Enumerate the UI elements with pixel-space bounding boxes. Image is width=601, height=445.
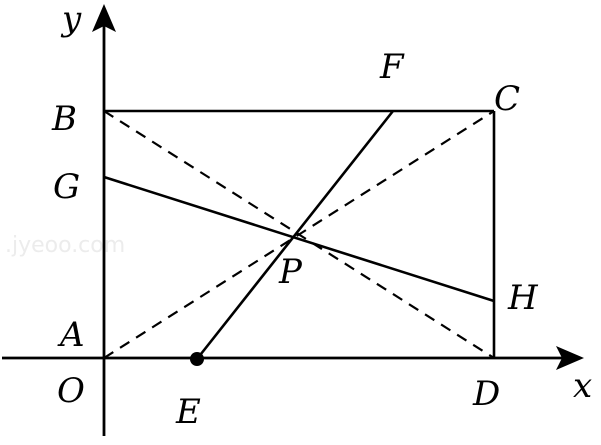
x-axis-arrowhead [556,346,584,370]
label-f: F [379,47,405,87]
label-h: H [507,278,539,318]
label-e: E [175,392,201,432]
point-e-dot [190,352,204,366]
label-a: A [57,315,85,355]
label-b: B [51,99,77,139]
label-o: O [57,371,85,411]
diagonal-ac [103,110,495,359]
x-axis-label: x [573,366,592,406]
y-axis-label: y [60,0,82,39]
y-axis-arrowhead [92,4,116,32]
watermark: .jyeoo.com [5,233,125,258]
label-p: P [278,252,303,292]
label-c: C [494,79,520,119]
segment-gh [103,175,495,303]
label-g: G [53,167,80,207]
segment-ef [195,110,395,360]
label-d: D [472,374,500,414]
